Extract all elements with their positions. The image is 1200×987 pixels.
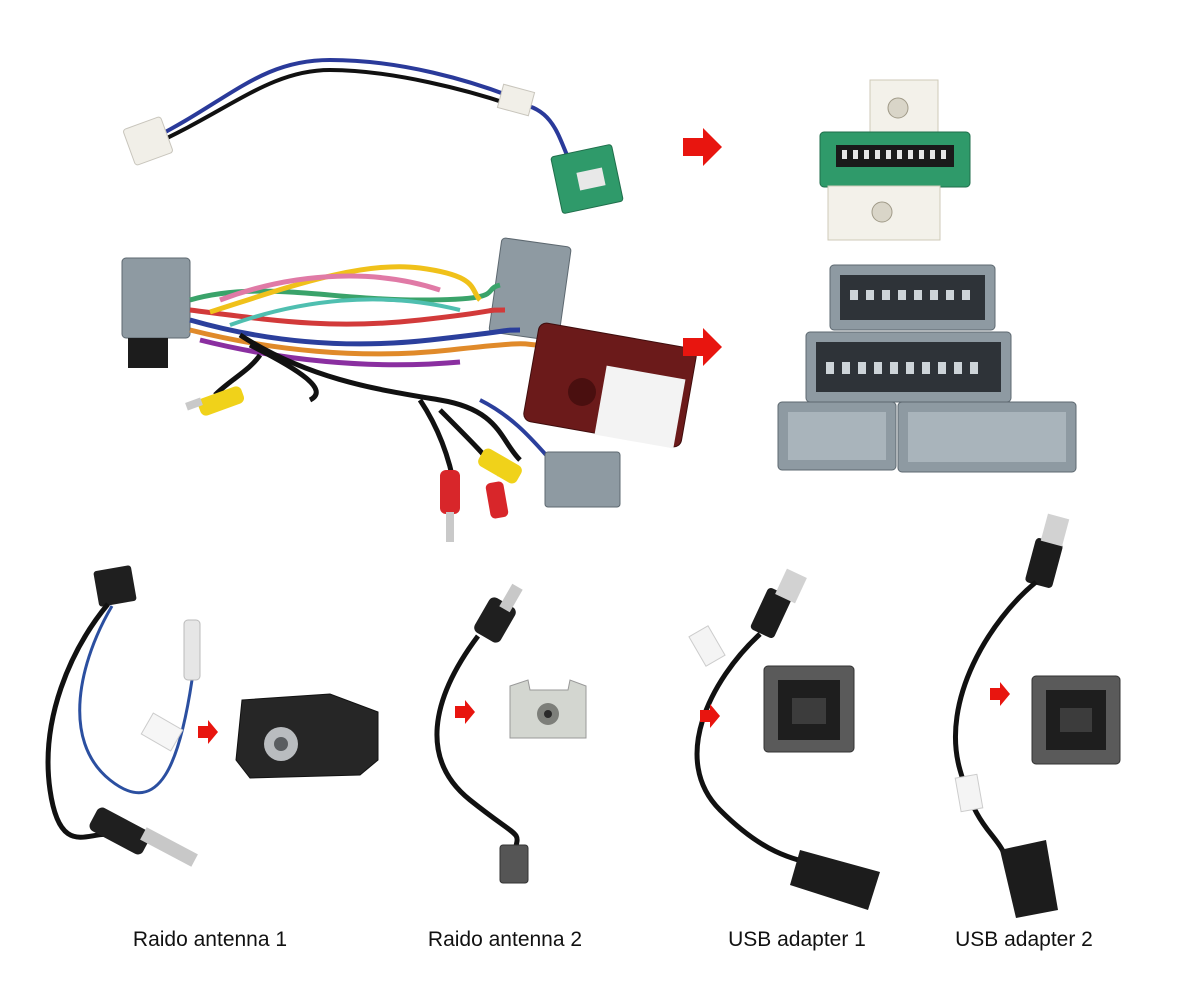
- radio-antenna-1-cable: [45, 565, 201, 867]
- gray-connectors-closeup: [777, 264, 1077, 473]
- antenna-1-connector-closeup: [235, 693, 379, 779]
- right-arrow-icon: [700, 704, 720, 728]
- usb-2-connector-closeup: [1031, 675, 1121, 765]
- usb-adapter-2-cable: [953, 513, 1070, 918]
- antenna-2-connector-closeup: [509, 679, 587, 739]
- caption-radio-antenna-1: Raido antenna 1: [132, 928, 288, 951]
- adapter-cable-top: [123, 57, 624, 214]
- radio-antenna-2-cable: [434, 583, 529, 884]
- right-arrow-icon: [455, 700, 475, 724]
- connector-green-closeup: [819, 79, 971, 241]
- caption-radio-antenna-2: Raido antenna 2: [427, 928, 583, 951]
- right-arrow-icon: [683, 128, 722, 166]
- right-arrow-icon: [990, 682, 1010, 706]
- right-arrow-icon: [683, 328, 722, 366]
- caption-usb-adapter-1: USB adapter 1: [728, 928, 866, 951]
- right-arrow-icon: [198, 720, 218, 744]
- usb-1-connector-closeup: [763, 665, 855, 753]
- usb-adapter-1-cable: [688, 568, 880, 910]
- caption-usb-adapter-2: USB adapter 2: [955, 928, 1093, 951]
- main-wiring-harness: [121, 237, 697, 542]
